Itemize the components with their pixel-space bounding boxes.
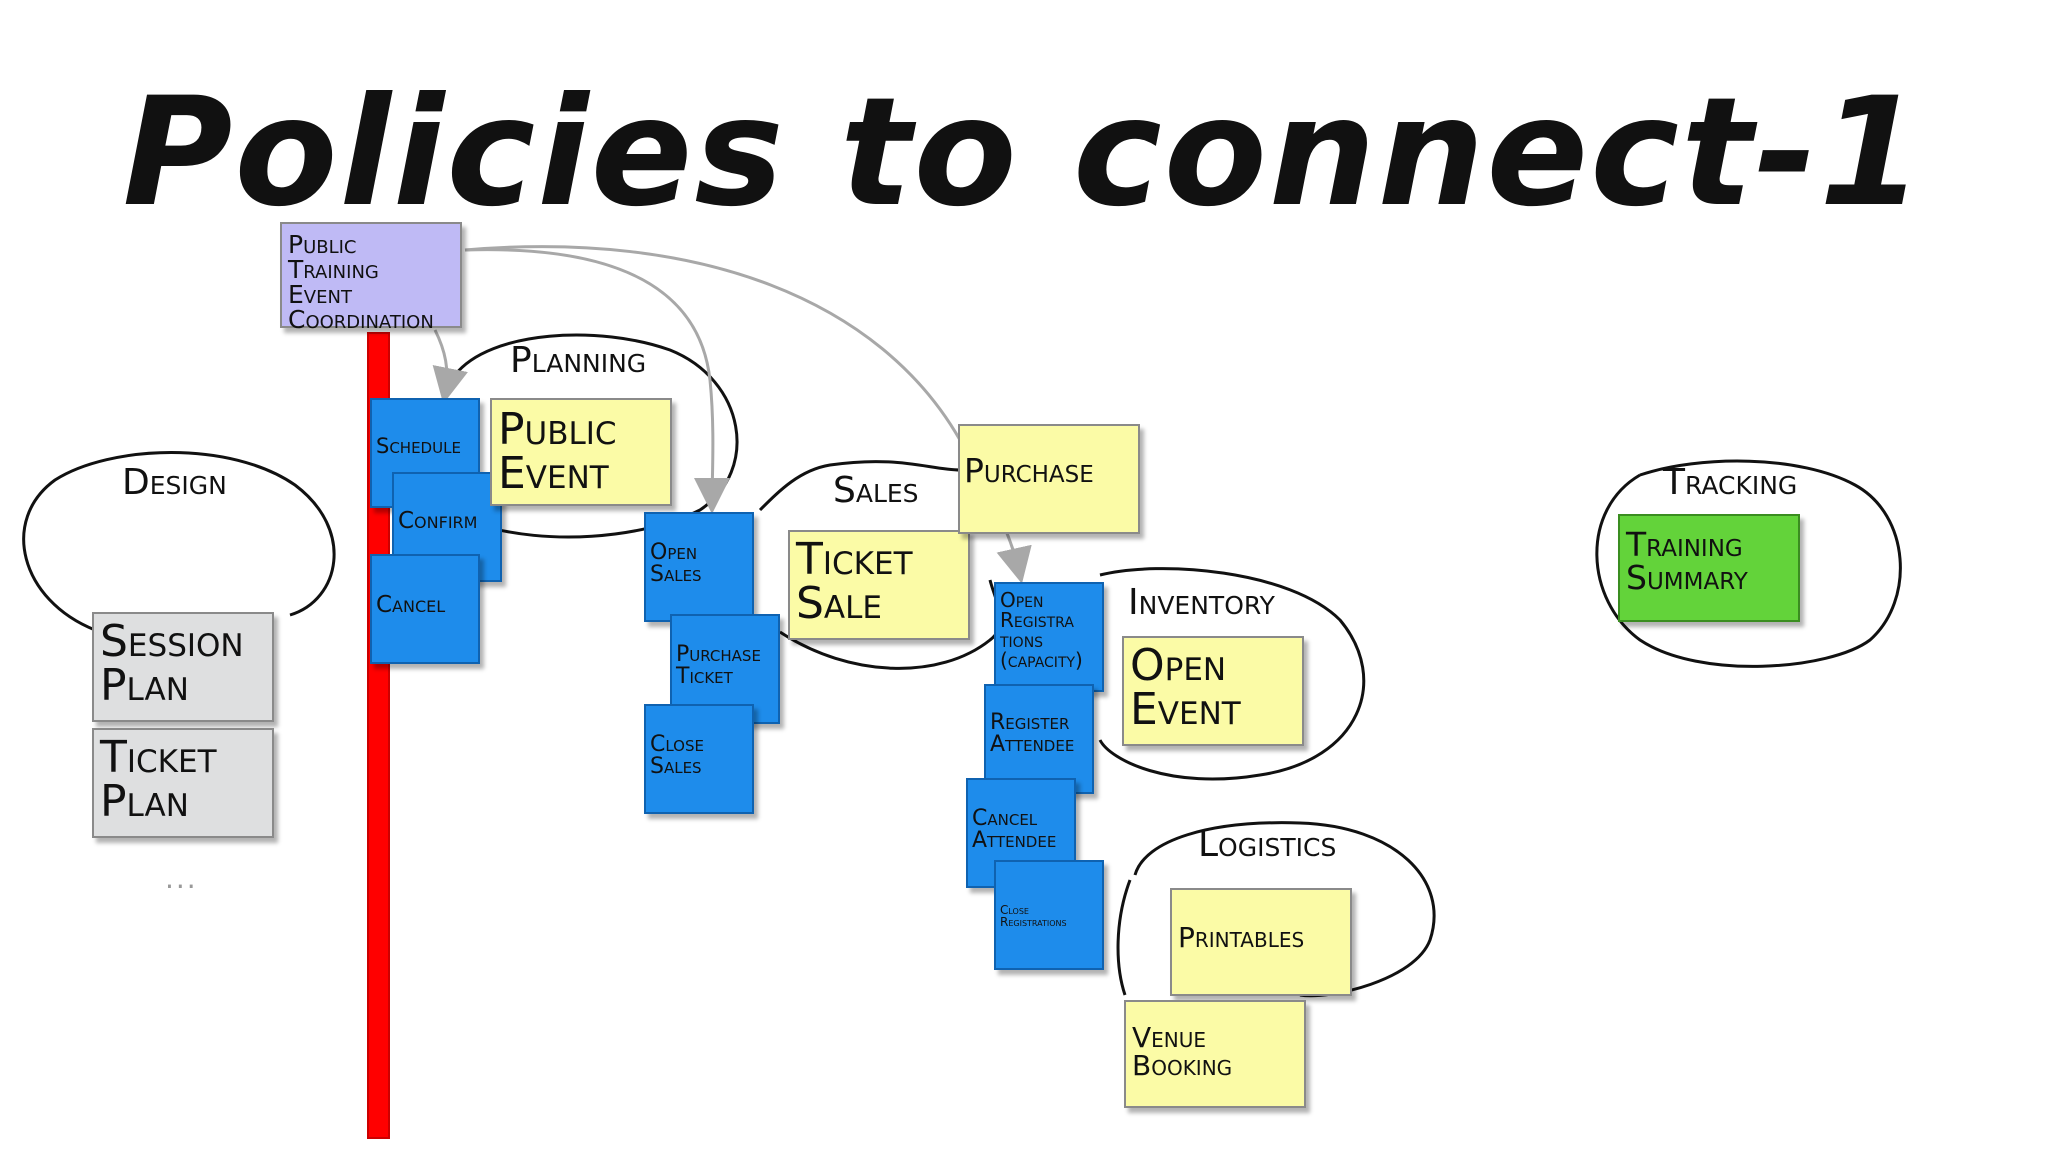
aggregate-public-event[interactable]: Public Event bbox=[490, 398, 672, 506]
design-context-boundary bbox=[22, 451, 336, 632]
arrow-to-open-sales bbox=[464, 248, 731, 514]
aggregate-venue-booking[interactable]: Venue Booking bbox=[1124, 1000, 1306, 1108]
page-title: Policies to connect-1 bbox=[122, 66, 1926, 240]
aggregate-purchase[interactable]: Purchase bbox=[958, 424, 1140, 534]
arrow-to-schedule bbox=[432, 329, 468, 404]
context-label-inventory: Inventory bbox=[1128, 582, 1275, 623]
context-label-logistics: Logistics bbox=[1198, 824, 1337, 865]
context-label-design: Design bbox=[122, 462, 227, 503]
timeline-bar bbox=[367, 332, 390, 1139]
read-model-session-plan[interactable]: Session Plan bbox=[92, 612, 274, 722]
tracking-context-boundary bbox=[1595, 459, 1902, 668]
logistics-context-boundary bbox=[1116, 821, 1436, 998]
command-cancel[interactable]: Cancel bbox=[370, 554, 480, 664]
command-close-registrations[interactable]: Close Registrations bbox=[994, 860, 1104, 970]
command-open-sales[interactable]: Open Sales bbox=[644, 512, 754, 622]
command-register-attendee[interactable]: Register Attendee bbox=[984, 684, 1094, 794]
read-model-training-summary[interactable]: Training Summary bbox=[1618, 514, 1800, 622]
context-label-tracking: Tracking bbox=[1663, 462, 1798, 503]
more-indicator: ... bbox=[165, 862, 198, 895]
command-open-registrations[interactable]: Open Registra tions (capacity) bbox=[994, 582, 1104, 692]
context-label-planning: Planning bbox=[510, 340, 647, 381]
aggregate-open-event[interactable]: Open Event bbox=[1122, 636, 1304, 746]
policy-public-training-event-coordination[interactable]: Public Training Event Coordination bbox=[280, 222, 462, 332]
read-model-ticket-plan[interactable]: Ticket Plan bbox=[92, 728, 274, 838]
inventory-context-boundary bbox=[1098, 567, 1366, 781]
command-close-sales[interactable]: Close Sales bbox=[644, 704, 754, 814]
planning-context-boundary bbox=[453, 333, 739, 539]
context-label-sales: Sales bbox=[833, 470, 919, 511]
aggregate-ticket-sale[interactable]: Ticket Sale bbox=[788, 530, 970, 640]
command-cancel-attendee[interactable]: Cancel Attendee bbox=[966, 778, 1076, 888]
aggregate-printables[interactable]: Printables bbox=[1170, 888, 1352, 996]
